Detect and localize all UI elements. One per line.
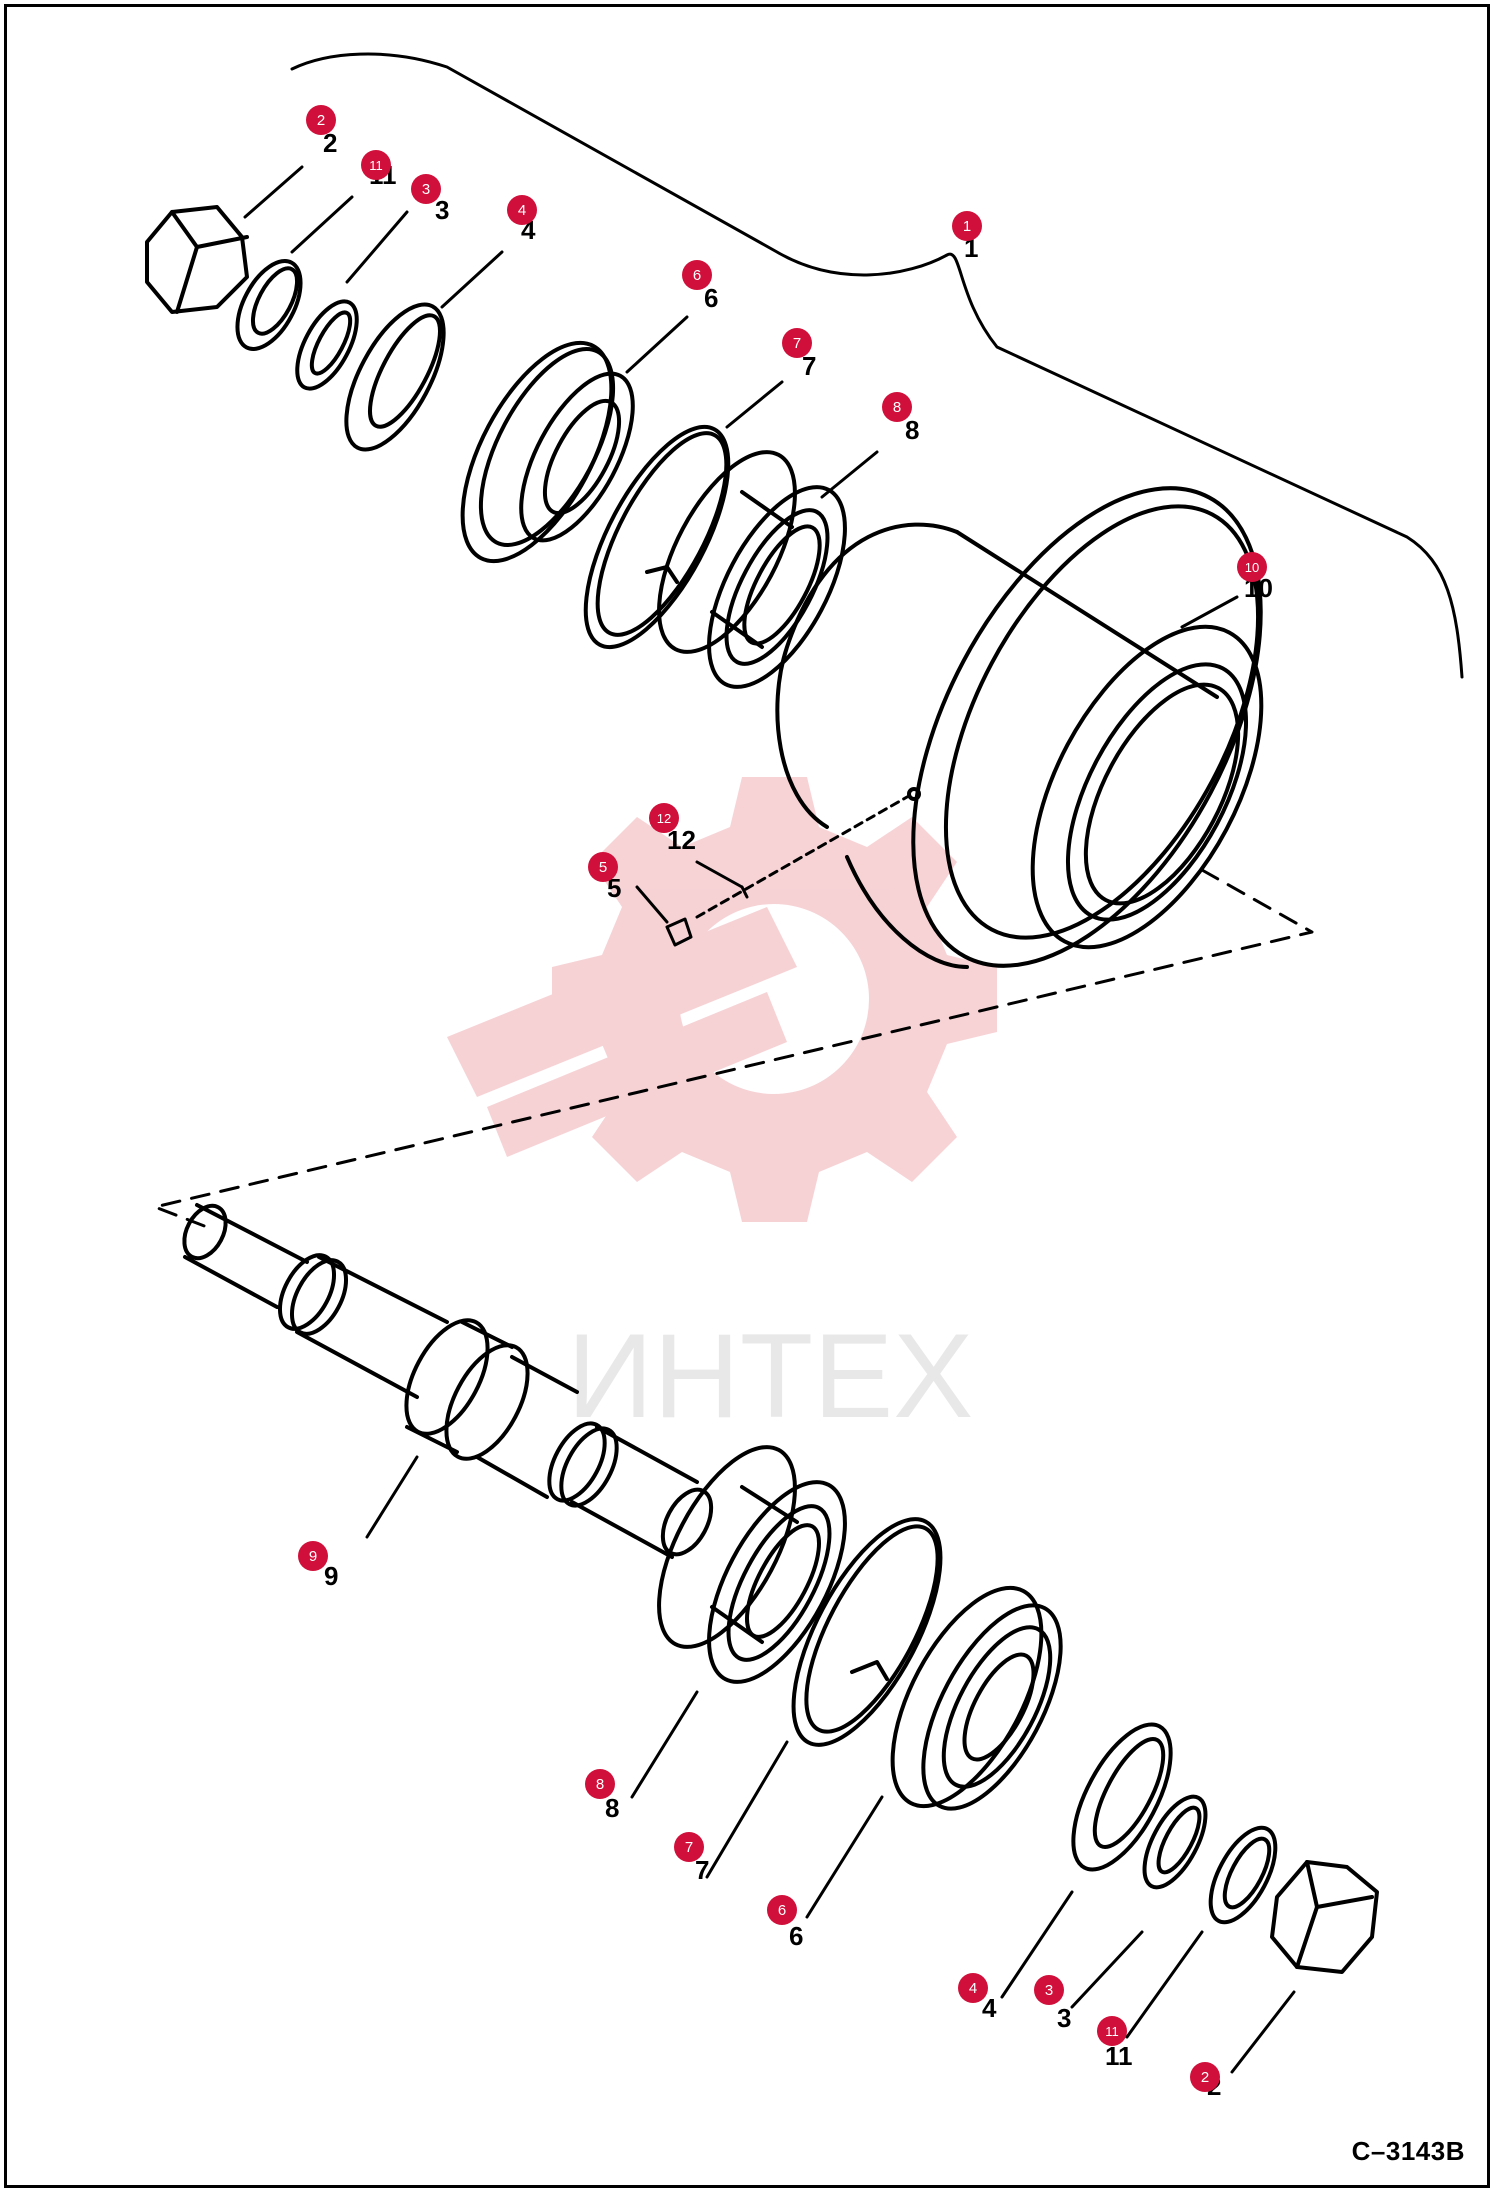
callout-number: 10 (1245, 560, 1259, 575)
washer-lower (1208, 1825, 1278, 1925)
callout-number: 4 (518, 202, 526, 219)
callout-8: 8 (585, 1769, 615, 1799)
seal-upper (344, 302, 446, 452)
callout-number: 3 (422, 181, 430, 198)
assembly-brace (290, 52, 1464, 679)
callout-circle (682, 260, 712, 290)
callout-11: 11 (361, 150, 391, 180)
callout-circle (674, 1832, 704, 1862)
ring-lower (1142, 1794, 1208, 1890)
callout-3: 3 (1034, 1975, 1064, 2005)
callout-circle (1034, 1975, 1064, 2005)
svg-text:5: 5 (607, 873, 621, 903)
callout-12: 12 (649, 803, 679, 833)
callout-circle (507, 195, 537, 225)
callout-circle (952, 211, 982, 241)
svg-text:11: 11 (1105, 2041, 1133, 2071)
drawing-code: C–3143B (1351, 2136, 1465, 2166)
svg-text:2: 2 (323, 128, 337, 158)
callout-number: 1 (963, 218, 971, 235)
callout-number: 12 (657, 811, 671, 826)
callout-1: 1 (952, 211, 982, 241)
callout-2: 2 (1190, 2062, 1220, 2092)
callout-circle (411, 174, 441, 204)
callout-4: 4 (958, 1973, 988, 2003)
callout-11: 11 (1097, 2016, 1127, 2046)
callout-circle (361, 150, 391, 180)
callout-number: 7 (685, 1839, 693, 1856)
washer-upper (235, 259, 303, 351)
callout-circle (882, 392, 912, 422)
leader-lines (243, 165, 1296, 2074)
callout-2: 2 (306, 105, 336, 135)
assembly-centerline (153, 868, 1314, 1229)
watermark-text: ИНТЕХ (567, 1309, 973, 1443)
exploded-parts-diagram: ИНТЕХ (145, 52, 1464, 2101)
callout-6: 6 (682, 260, 712, 290)
callout-circle (958, 1973, 988, 2003)
nut-upper (145, 205, 249, 314)
watermark-logo (447, 777, 997, 1222)
callout-number: 2 (1201, 2069, 1209, 2086)
callout-circle (649, 803, 679, 833)
callout-number: 11 (369, 158, 383, 173)
printed-part-numbers: 2 11 3 4 6 7 8 1 10 12 5 9 8 7 6 4 3 11 … (323, 128, 1273, 2101)
callout-circle (298, 1541, 328, 1571)
bearing-upper (657, 450, 847, 689)
svg-text:3: 3 (435, 195, 449, 225)
callout-markers: 2 11 3 4 6 7 8 1 10 12 5 9 8 7 6 4 3 11 2 (298, 105, 1267, 2092)
svg-text:4: 4 (982, 1993, 997, 2023)
callout-number: 6 (778, 1902, 786, 1919)
callout-number: 7 (793, 335, 801, 352)
callout-circle (1097, 2016, 1127, 2046)
callout-3: 3 (411, 174, 441, 204)
svg-text:6: 6 (789, 1921, 803, 1951)
callout-9: 9 (298, 1541, 328, 1571)
callout-number: 8 (596, 1776, 604, 1793)
callout-number: 2 (317, 112, 325, 129)
svg-text:7: 7 (802, 351, 816, 381)
callout-circle (782, 328, 812, 358)
callout-6: 6 (767, 1895, 797, 1925)
callout-circle (306, 105, 336, 135)
drawing-frame: ИНТЕХ (4, 4, 1490, 2188)
svg-text:7: 7 (695, 1855, 709, 1885)
snap-ring-lower (791, 1517, 943, 1747)
callout-5: 5 (588, 852, 618, 882)
svg-text:6: 6 (704, 283, 718, 313)
callout-4: 4 (507, 195, 537, 225)
shaft (182, 1203, 714, 1559)
nut-lower (1270, 1860, 1379, 1974)
roller-body (775, 486, 1264, 969)
callout-number: 9 (309, 1548, 317, 1565)
callout-10: 10 (1237, 552, 1267, 582)
callout-8: 8 (882, 392, 912, 422)
callout-number: 8 (893, 399, 901, 416)
callout-number: 11 (1105, 2024, 1119, 2039)
callout-circle (1190, 2062, 1220, 2092)
callout-number: 5 (599, 859, 607, 876)
callout-number: 4 (969, 1980, 977, 1997)
bearing-lower (657, 1445, 847, 1684)
svg-text:8: 8 (905, 415, 919, 445)
seal-lower (1071, 1722, 1173, 1872)
callout-number: 6 (693, 267, 701, 284)
svg-text:8: 8 (605, 1793, 619, 1823)
callout-number: 3 (1045, 1982, 1053, 1999)
svg-text:9: 9 (324, 1561, 338, 1591)
ring-upper (295, 299, 359, 391)
flange-seal-upper (460, 340, 635, 564)
flange-seal-lower (890, 1585, 1063, 1811)
plug-and-pin (665, 795, 909, 947)
callout-circle (585, 1769, 615, 1799)
callout-7: 7 (674, 1832, 704, 1862)
callout-circle (1237, 552, 1267, 582)
svg-text:3: 3 (1057, 2003, 1071, 2033)
callout-circle (767, 1895, 797, 1925)
callout-7: 7 (782, 328, 812, 358)
callout-circle (588, 852, 618, 882)
